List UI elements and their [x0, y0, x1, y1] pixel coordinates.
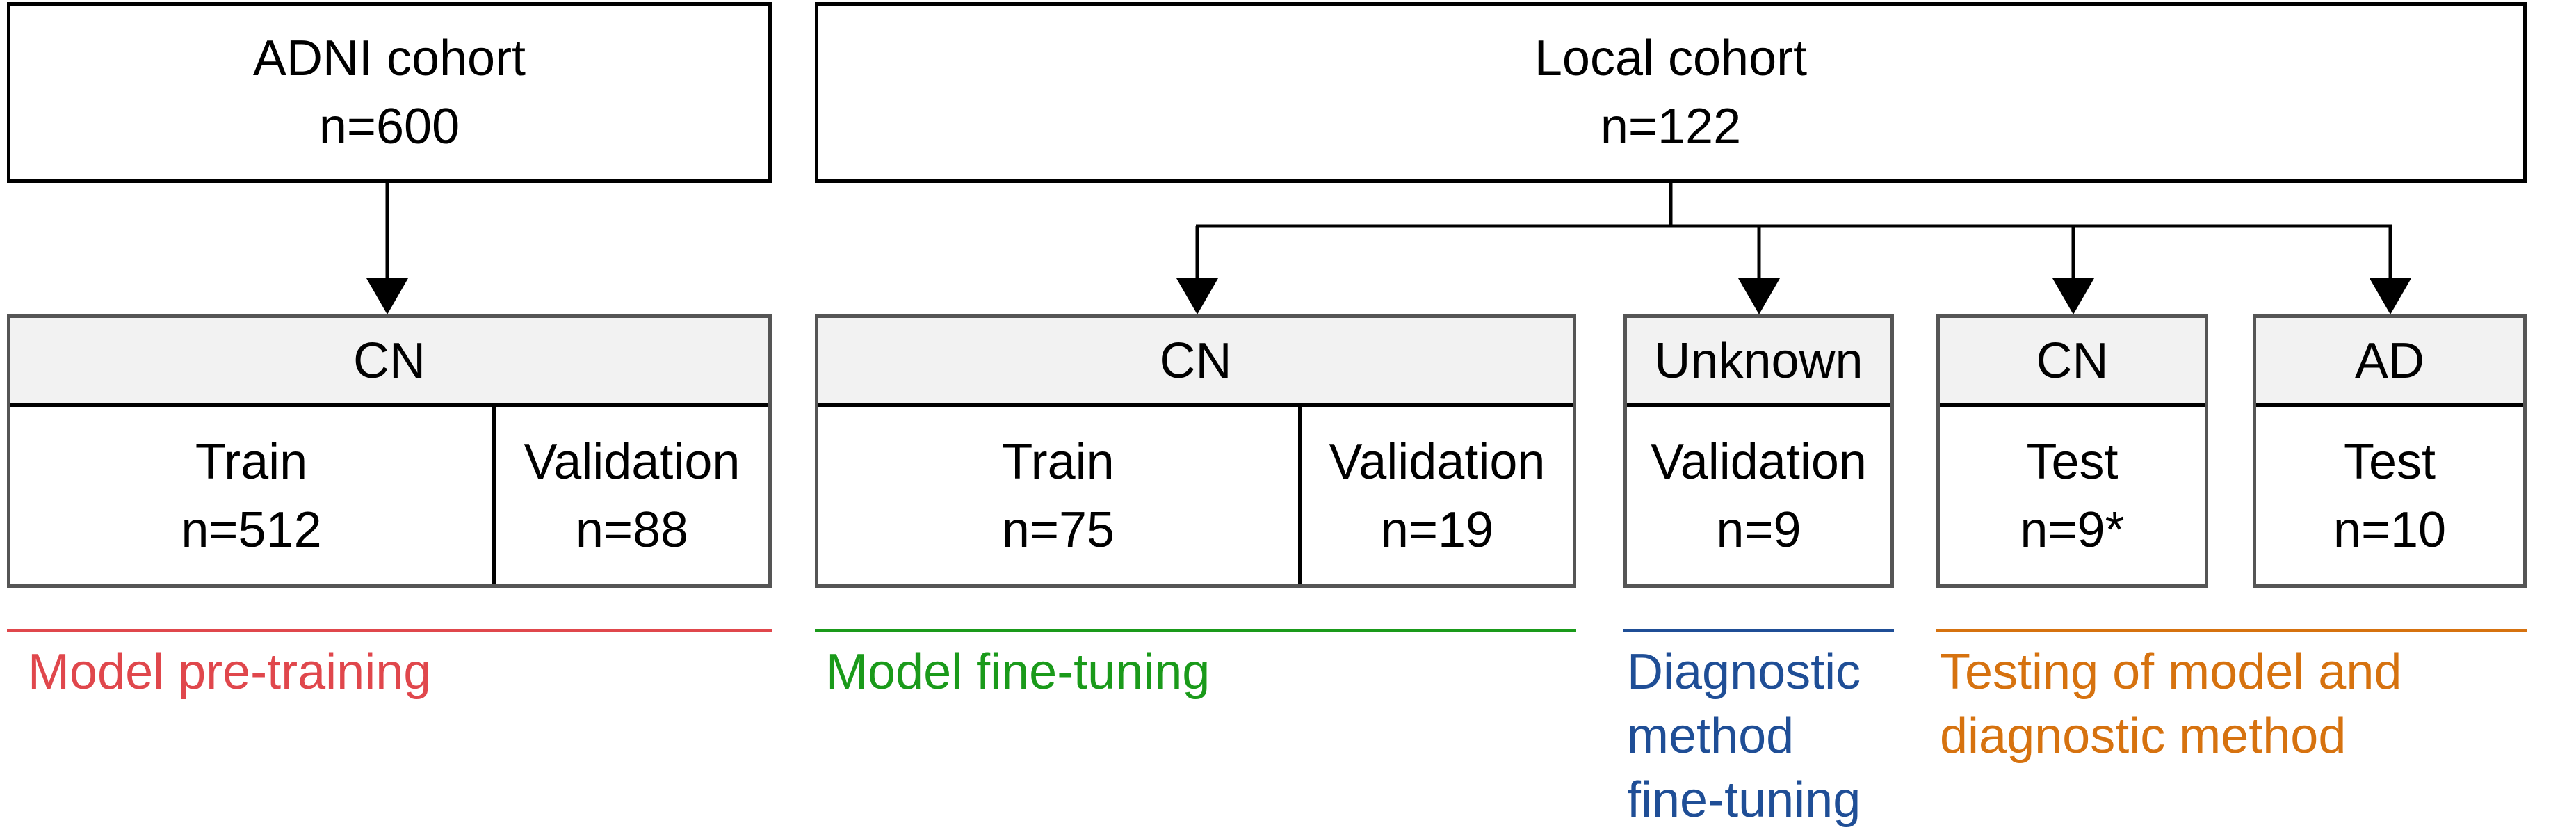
test-ad-cell: Test n=10	[2256, 407, 2523, 584]
local-cohort-title: Local cohort	[1534, 31, 1808, 86]
test-cn-header: CN	[1940, 318, 2205, 407]
testing-line	[1936, 629, 2527, 632]
local-cn-card: CN Train n=75 Validation n=19	[815, 314, 1576, 588]
local-cohort-count: n=122	[1600, 99, 1742, 154]
test-ad-header: AD	[2256, 318, 2523, 407]
arrowhead	[366, 278, 408, 314]
adni-cn-card: CN Train n=512 Validation n=88	[7, 314, 772, 588]
test-ad-label: Test	[2343, 433, 2436, 490]
test-ad-card: AD Test n=10	[2253, 314, 2527, 588]
diagnostic-label: Diagnostic method fine-tuning	[1627, 644, 1861, 828]
local-train-count: n=75	[1001, 502, 1115, 558]
arrowhead	[2370, 278, 2411, 314]
test-cn-cell: Test n=9*	[1940, 407, 2205, 584]
pretraining-line	[7, 629, 772, 632]
finetuning-line	[815, 629, 1576, 632]
test-cn-count: n=9*	[2020, 502, 2125, 558]
test-cn-label: Test	[2026, 433, 2119, 490]
adni-train-label: Train	[195, 433, 308, 490]
unknown-validation-cell: Validation n=9	[1627, 407, 1890, 584]
adni-cn-header: CN	[10, 318, 768, 407]
arrowhead	[1738, 278, 1780, 314]
arrowhead	[2052, 278, 2094, 314]
diagnostic-line	[1623, 629, 1894, 632]
adni-validation-cell: Validation n=88	[496, 407, 768, 584]
local-train-label: Train	[1002, 433, 1115, 490]
local-cohort-box: Local cohort n=122	[815, 2, 2527, 183]
cell-divider	[492, 407, 496, 584]
adni-train-cell: Train n=512	[10, 407, 492, 584]
local-train-cell: Train n=75	[818, 407, 1298, 584]
adni-cohort-count: n=600	[318, 99, 460, 154]
local-validation-label: Validation	[1329, 433, 1546, 490]
local-cn-header: CN	[818, 318, 1573, 407]
arrowhead	[1176, 278, 1218, 314]
test-cn-card: CN Test n=9*	[1936, 314, 2208, 588]
unknown-card: Unknown Validation n=9	[1623, 314, 1894, 588]
test-ad-count: n=10	[2333, 502, 2447, 558]
finetuning-label: Model fine-tuning	[826, 644, 1210, 700]
adni-cohort-title: ADNI cohort	[252, 31, 526, 86]
testing-label: Testing of model and diagnostic method	[1940, 644, 2402, 764]
cell-divider	[1298, 407, 1302, 584]
local-validation-cell: Validation n=19	[1302, 407, 1573, 584]
adni-validation-count: n=88	[575, 502, 689, 558]
adni-cohort-box: ADNI cohort n=600	[7, 2, 772, 183]
unknown-validation-label: Validation	[1651, 433, 1867, 490]
unknown-validation-count: n=9	[1716, 502, 1801, 558]
pretraining-label: Model pre-training	[28, 644, 432, 700]
unknown-header: Unknown	[1627, 318, 1890, 407]
adni-train-count: n=512	[181, 502, 322, 558]
adni-validation-label: Validation	[524, 433, 740, 490]
local-validation-count: n=19	[1380, 502, 1494, 558]
